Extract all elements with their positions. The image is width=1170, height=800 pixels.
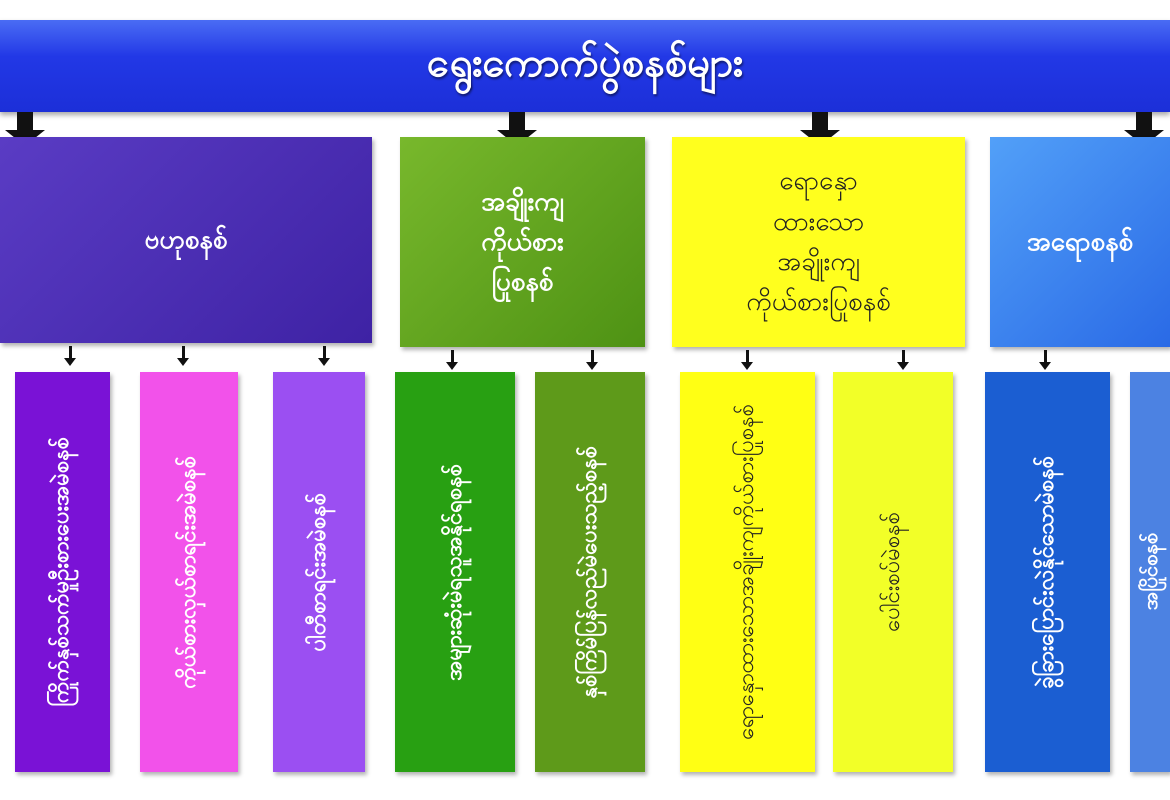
subtype-label: အများဆုံးမဲရသူအနိုင်ရစနစ် — [441, 463, 467, 681]
category-label: အရောစနစ် — [1026, 226, 1134, 257]
arrow-down-icon — [741, 350, 753, 370]
arrow-down-icon — [497, 112, 537, 146]
subtype-bar: ခွဲခြားပြောင်းလဲနိုင်သောမဲစနစ် — [985, 372, 1110, 772]
subtype-bar: နှစ်ကြိမ်ပြန်လည်မဲပေးသည့်စနစ် — [535, 372, 645, 772]
subtype-label: ကိုယ်စားလှယ်စာရင်းအမဲစနစ် — [175, 455, 201, 689]
arrow-down-icon — [446, 350, 458, 370]
arrow-down-icon — [5, 112, 45, 146]
subtype-bar: ကိုယ်စားလှယ်စာရင်းအမဲစနစ် — [140, 372, 238, 772]
category-box-mixed-proportional: ရောနှော ထားသော အချိုးကျ ကိုယ်စားပြုစနစ် — [672, 137, 965, 347]
subtype-bar: ရောနှောထားသောအချိုးကျကိုယ်စားပြုစနစ် — [680, 372, 815, 772]
subtype-label: ရောနှောထားသောအချိုးကျကိုယ်စားပြုစနစ် — [734, 404, 760, 740]
category-box-proportional: အချိုးကျ ကိုယ်စား ပြုစနစ် — [400, 137, 645, 347]
subtype-bar: ပါတီစာရင်းအမဲစနစ် — [273, 372, 365, 772]
category-box-plurality: ဗဟုစနစ် — [0, 137, 372, 343]
title-banner: ရွေးကောက်ပွဲစနစ်များ — [0, 20, 1170, 112]
category-label: ဗဟုစနစ် — [144, 224, 228, 255]
arrow-down-icon — [177, 346, 189, 366]
arrow-down-icon — [1124, 112, 1164, 146]
diagram-title: ရွေးကောက်ပွဲစနစ်များ — [426, 39, 744, 86]
subtype-bar: ကြိုက်နှစ်သက်မှုဦးစားပေးအမဲစနစ် — [15, 372, 110, 772]
subtype-label: ပါတီစာရင်းအမဲစနစ် — [305, 492, 331, 652]
category-label: အချိုးကျ ကိုယ်စား ပြုစနစ် — [481, 186, 564, 298]
arrow-down-icon — [586, 350, 598, 370]
category-box-mixed: အရောစနစ် — [990, 137, 1170, 347]
arrow-down-icon — [318, 346, 330, 366]
subtype-label: အပြိုင်စနစ် — [1138, 533, 1162, 611]
arrow-down-icon — [897, 350, 909, 370]
arrow-down-icon — [1039, 350, 1051, 370]
subtype-label: ပေါင်းစပ်မဲစနစ် — [879, 512, 905, 632]
arrow-down-icon — [64, 346, 76, 366]
subtype-label: နှစ်ကြိမ်ပြန်လည်မဲပေးသည့်စနစ် — [576, 445, 602, 699]
category-label: ရောနှော ထားသော အချိုးကျ ကိုယ်စားပြုစနစ် — [746, 166, 891, 318]
subtype-label: ခွဲခြားပြောင်းလဲနိုင်သောမဲစနစ် — [1034, 455, 1060, 689]
subtype-bar: အများဆုံးမဲရသူအနိုင်ရစနစ် — [395, 372, 515, 772]
arrow-down-icon — [800, 112, 840, 146]
subtype-bar: ပေါင်းစပ်မဲစနစ် — [833, 372, 953, 772]
subtype-label: ကြိုက်နှစ်သက်မှုဦးစားပေးအမဲစနစ် — [49, 437, 75, 707]
subtype-bar: အပြိုင်စနစ် — [1130, 372, 1170, 772]
